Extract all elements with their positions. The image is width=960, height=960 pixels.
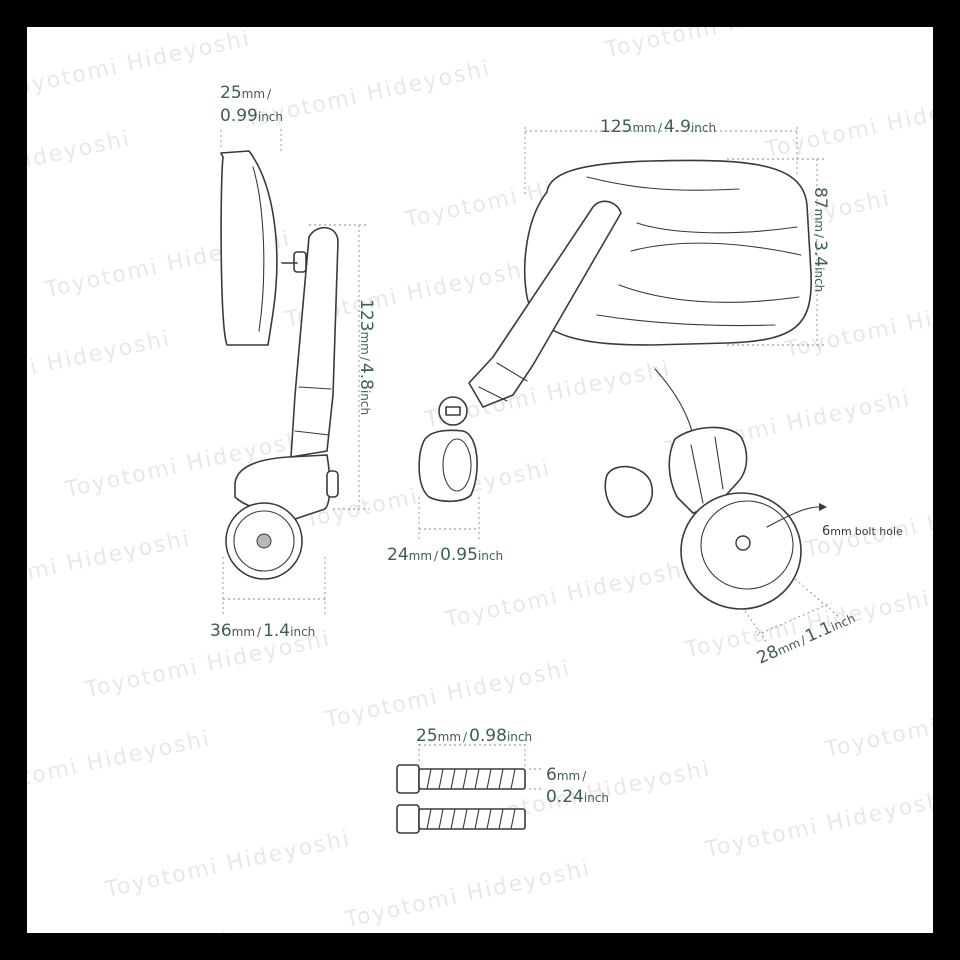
bolts bbox=[396, 739, 543, 834]
front-arm-bands bbox=[478, 362, 528, 402]
arm-length-label: 123mm/4.8inch bbox=[356, 299, 376, 415]
watermark-text: Toyotomi Hideyoshi bbox=[322, 656, 573, 733]
bolt-shaft bbox=[418, 808, 526, 830]
clamp-ring-outer bbox=[680, 492, 802, 610]
front-arm bbox=[468, 200, 622, 408]
bolt-length-label: 25mm/0.98inch bbox=[416, 726, 532, 746]
mirror-depth-label: 25mm/ bbox=[220, 83, 272, 103]
front-end-cap bbox=[418, 429, 478, 503]
bolt-shaft bbox=[418, 768, 526, 790]
watermark-text: Toyotomi Hideyoshi bbox=[102, 826, 353, 903]
bolt-head bbox=[396, 764, 420, 794]
front-end-cap-face bbox=[442, 438, 472, 492]
clamp-bolt-hole bbox=[735, 535, 751, 551]
mirror-side-profile bbox=[220, 150, 278, 346]
side-bolt-hole bbox=[256, 533, 272, 549]
mirror-head-ribs bbox=[586, 176, 802, 327]
side-joint-knob bbox=[293, 251, 307, 273]
leader-arrow-icon bbox=[819, 503, 827, 511]
front-joint-cap bbox=[438, 396, 468, 426]
clamp-knob bbox=[604, 465, 654, 518]
dim-guide bbox=[756, 602, 832, 636]
mirror-depth-alt-label: 0.99inch bbox=[220, 106, 283, 126]
side-arm-bands bbox=[294, 386, 332, 436]
clamp-bracket bbox=[668, 426, 748, 514]
bolt-diameter-alt-label: 0.24inch bbox=[546, 787, 609, 807]
mirror-width-label: 125mm/4.9inch bbox=[600, 117, 716, 137]
watermark-text: Toyotomi Hideyoshi bbox=[27, 526, 193, 603]
clamp-bracket-edges bbox=[690, 436, 724, 504]
watermark-text: Toyotomi Hideyoshi bbox=[342, 856, 593, 933]
watermark-text: Toyotomi Hideyoshi bbox=[442, 556, 693, 633]
bolt-thread bbox=[426, 808, 516, 830]
watermark-text: Toyotomi Hideyoshi bbox=[762, 86, 933, 163]
hex-socket-icon bbox=[445, 406, 461, 416]
bolt-thread bbox=[426, 768, 516, 790]
watermark-text: Toyotomi Hideyoshi bbox=[27, 926, 233, 933]
clamp-detail bbox=[604, 368, 840, 644]
watermark-text: Toyotomi Hideyoshi bbox=[602, 27, 853, 63]
watermark-text: Toyotomi Hideyoshi bbox=[27, 326, 173, 403]
bolt-diameter-label: 6mm/ bbox=[546, 765, 587, 785]
watermark-text: Toyotomi Hideyoshi bbox=[27, 126, 133, 203]
clamp-arm-stub bbox=[654, 368, 694, 436]
dim-guide bbox=[744, 610, 768, 644]
watermark-text: Toyotomi Hideyoshi bbox=[362, 27, 613, 33]
mirror-side-edge bbox=[252, 166, 265, 332]
watermark-text: Toyotomi Hideyoshi bbox=[822, 686, 933, 763]
side-clamp-ring-inner bbox=[233, 510, 295, 572]
clamp-ring-inner bbox=[700, 500, 794, 590]
joint-width-label: 24mm/0.95inch bbox=[387, 545, 503, 565]
watermark-text: Toyotomi Hideyoshi bbox=[27, 726, 213, 803]
bolt-hole-leader bbox=[766, 506, 820, 528]
side-arm bbox=[290, 226, 339, 458]
front-view bbox=[418, 127, 827, 539]
bolt-head bbox=[396, 804, 420, 834]
side-view bbox=[220, 127, 369, 617]
watermark-text: Toyotomi Hideyoshi bbox=[702, 786, 933, 863]
side-clamp-screw bbox=[326, 470, 339, 498]
mirror-height-label: 87mm/3.4inch bbox=[810, 187, 830, 292]
clamp-width-label: 36mm/1.4inch bbox=[210, 621, 315, 641]
